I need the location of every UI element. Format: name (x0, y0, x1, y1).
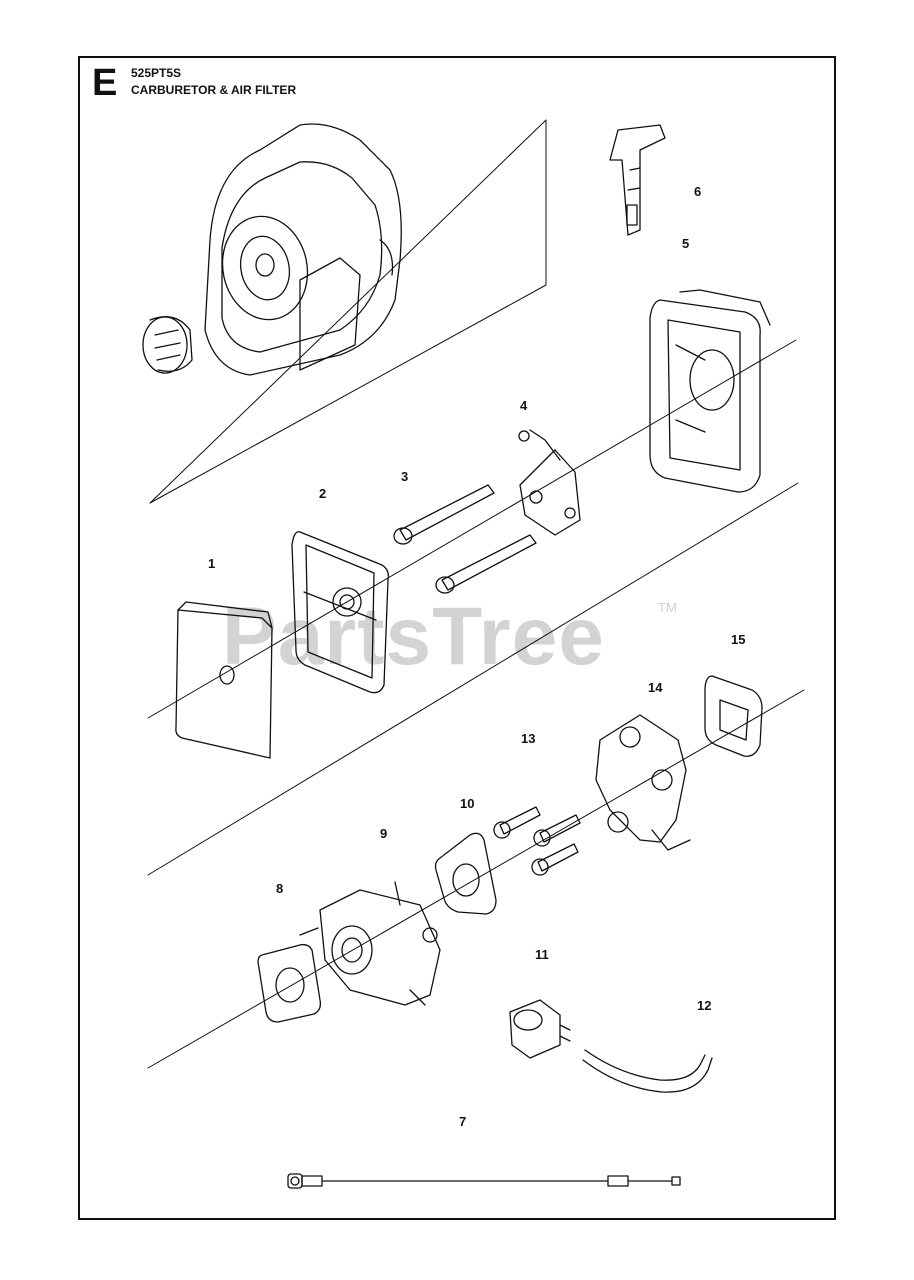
filter-frame (291, 531, 390, 694)
model-number: 525PT5S (131, 66, 182, 80)
callout-10: 10 (460, 796, 475, 811)
callout-2: 2 (319, 486, 327, 501)
bolts-lower (493, 806, 581, 876)
diagram-title: CARBURETOR & AIR FILTER (131, 83, 297, 97)
cable-assembly (287, 1173, 681, 1189)
carburetor-gasket (434, 832, 497, 915)
axis-lines (147, 119, 805, 1069)
carburetor (299, 881, 441, 1006)
intake-manifold (595, 714, 691, 851)
cover-knob (142, 316, 193, 374)
callout-14: 14 (648, 680, 663, 695)
fuel-fitting (509, 999, 571, 1059)
intake-gasket (704, 675, 763, 757)
callout-11: 11 (535, 947, 549, 962)
bolts-upper (393, 484, 537, 594)
filter-housing (649, 289, 771, 493)
fuel-hose (582, 1049, 713, 1093)
callout-15: 15 (731, 632, 746, 647)
air-filter-cover (204, 123, 402, 376)
watermark-trademark: TM (658, 600, 677, 615)
choke-lever (609, 124, 666, 236)
callout-9: 9 (380, 826, 388, 841)
callout-12: 12 (697, 998, 712, 1013)
callout-7: 7 (459, 1114, 467, 1129)
callout-6: 6 (694, 184, 702, 199)
callout-1: 1 (208, 556, 216, 571)
diagram-frame (78, 56, 836, 1220)
callout-3: 3 (401, 469, 409, 484)
callout-8: 8 (276, 881, 284, 896)
bracket (518, 429, 581, 536)
callout-5: 5 (682, 236, 690, 251)
callout-4: 4 (520, 398, 528, 413)
callout-13: 13 (521, 731, 536, 746)
section-letter: E (92, 62, 118, 104)
insulator-gasket (257, 943, 322, 1023)
watermark: PartsTree (222, 591, 605, 682)
air-filter (175, 601, 273, 759)
